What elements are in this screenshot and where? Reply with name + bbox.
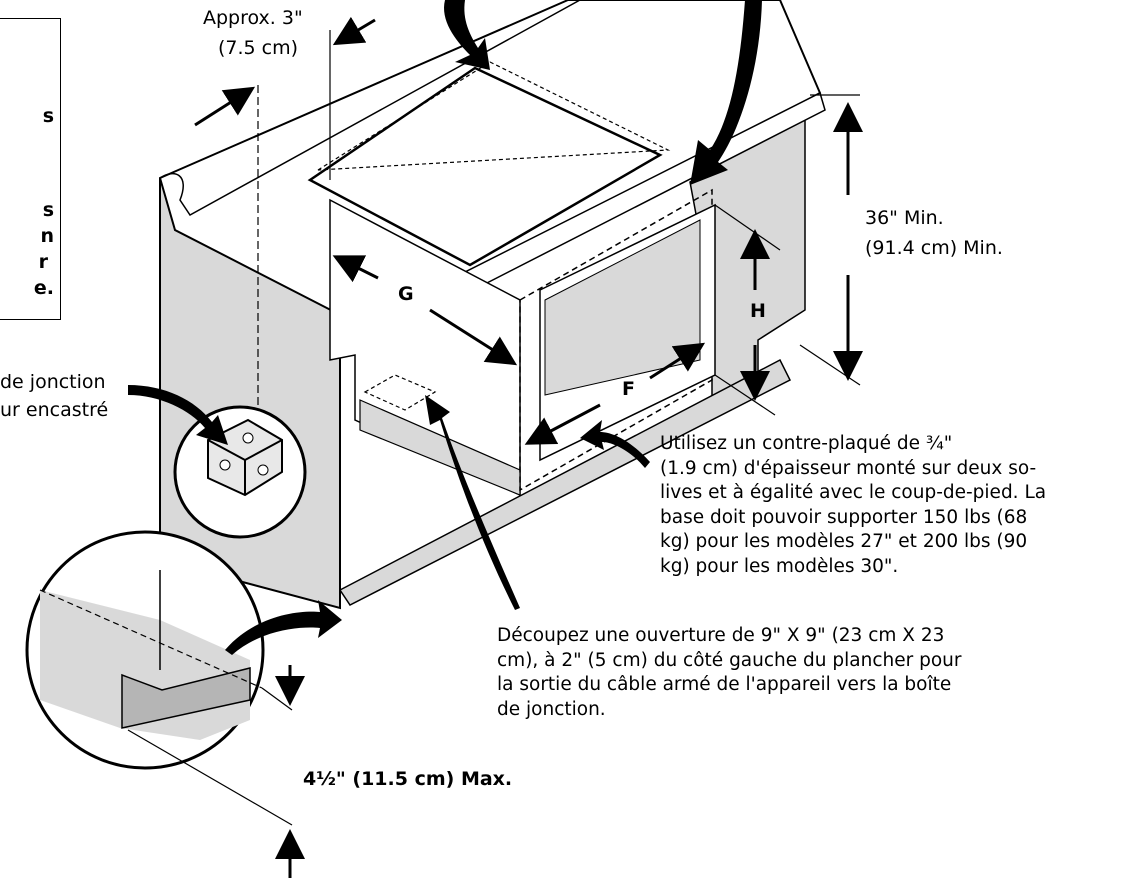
dim-g-arrow-left — [332, 255, 379, 283]
toe-kick-dimension-label: 4½" (11.5 cm) Max. — [303, 768, 513, 790]
truncated-note-box: s s n r e. — [0, 18, 61, 320]
toe-kick-detail-recess — [121, 667, 251, 729]
oven-cavity-front — [519, 188, 713, 492]
approx-arrow-left — [332, 16, 376, 46]
cooktop-callout-arrow — [444, 0, 490, 70]
junction-label-line2: ur encastré — [0, 399, 109, 421]
note-fragment: s — [42, 199, 54, 221]
height-cm-label: (91.4 cm) Min. — [865, 237, 1003, 259]
toe-kick-callout-arrow — [225, 600, 342, 655]
floor-cutout-instruction-note: Découpez une ouverture de 9" X 9" (23 cm… — [497, 625, 962, 720]
dim-g-arrow-right — [429, 308, 518, 366]
note-fragment: r — [38, 251, 48, 273]
junction-callout-arrow — [128, 385, 228, 445]
floor-cutout-callout-arrow — [425, 395, 520, 610]
note-fragment: n — [40, 225, 54, 247]
junction-label-line1: de jonction — [0, 371, 106, 393]
countertop-backsplash — [159, 0, 581, 216]
dimension-f-label: F — [622, 378, 635, 400]
dim-f-arrow-right — [649, 342, 706, 380]
dimension-h-label: H — [750, 300, 766, 322]
height-inches-label: 36" Min. — [865, 207, 944, 229]
approx-inches-label: Approx. 3" — [203, 7, 303, 29]
plywood-instruction-note: Utilisez un contre-plaqué de ¾" (1.9 cm)… — [660, 433, 1047, 577]
cabinet-floor-shaded — [359, 399, 521, 496]
note-fragment: s — [42, 105, 54, 127]
note-fragment: e. — [33, 277, 54, 299]
oven-callout-arrow — [690, 0, 762, 185]
approx-arrow-right — [194, 86, 256, 127]
dim-f-arrow-left — [524, 403, 601, 445]
cooktop-cutout-dashed — [317, 61, 671, 171]
dimension-g-label: G — [398, 283, 414, 305]
junction-box-icon — [207, 418, 283, 497]
plywood-callout-arrow — [580, 420, 650, 468]
cabinet-plinth — [338, 358, 792, 606]
approx-cm-label: (7.5 cm) — [218, 37, 299, 59]
cabinet-floor-cutout — [363, 374, 437, 411]
